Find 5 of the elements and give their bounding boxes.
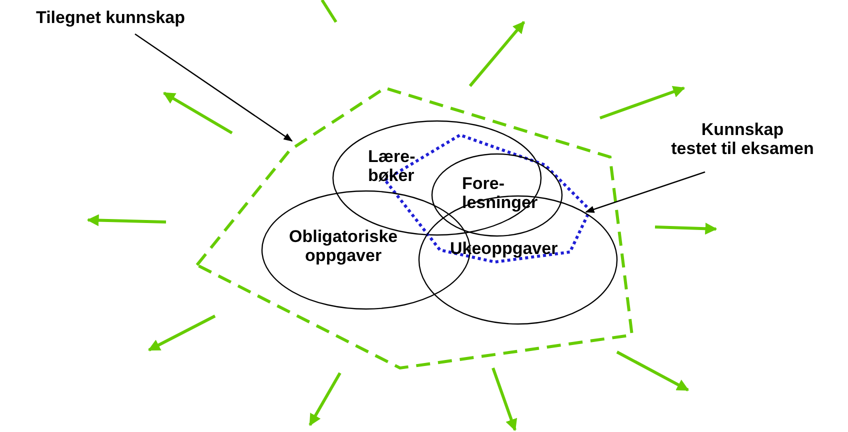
annotation-text: Kunnskap testet til eksamen (670, 120, 815, 158)
set-label: Obligatoriske oppgaver (289, 227, 398, 266)
leader-line (134, 33, 293, 142)
leader-line (585, 171, 706, 213)
annotation-text: Tilegnet kunnskap (36, 8, 185, 28)
